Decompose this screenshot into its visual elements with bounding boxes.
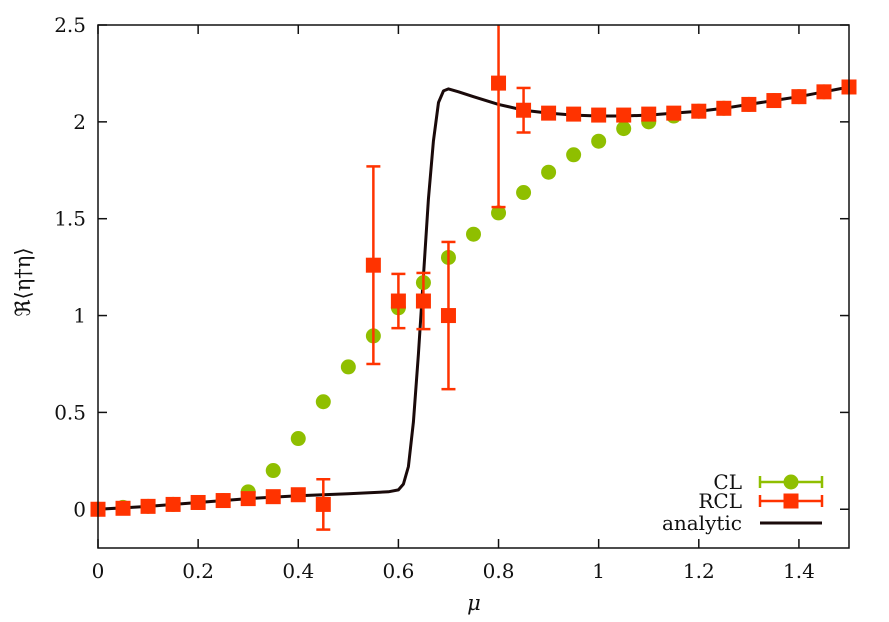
y-tick-label: 0 bbox=[73, 497, 86, 521]
rcl-point bbox=[816, 84, 832, 100]
legend-label-cl: CL bbox=[713, 470, 742, 494]
cl-point bbox=[516, 185, 532, 201]
rcl-point bbox=[290, 487, 306, 503]
y-axis-label: ℜ⟨η†η⟩ bbox=[11, 247, 35, 316]
legend-marker-cl bbox=[783, 474, 799, 490]
legend-label-rcl: RCL bbox=[698, 489, 742, 513]
plot-frame bbox=[97, 24, 850, 549]
rcl-point bbox=[766, 93, 782, 109]
rcl-point bbox=[440, 308, 456, 324]
plot-border bbox=[97, 24, 850, 549]
rcl-point bbox=[390, 293, 406, 309]
cl-point bbox=[265, 463, 281, 479]
rcl-point bbox=[491, 75, 507, 91]
cl-point bbox=[616, 121, 632, 137]
rcl-point bbox=[591, 107, 607, 123]
y-tick-label: 0.5 bbox=[54, 400, 86, 424]
cl-point bbox=[566, 147, 582, 163]
x-tick-label: 0.6 bbox=[382, 559, 414, 583]
cl-point bbox=[591, 133, 607, 149]
rcl-point bbox=[240, 491, 256, 507]
rcl-series bbox=[90, 25, 857, 531]
rcl-point bbox=[215, 493, 231, 509]
x-tick-label: 1 bbox=[592, 559, 605, 583]
y-tick-label: 2.5 bbox=[54, 13, 86, 37]
rcl-point bbox=[716, 100, 732, 116]
rcl-point bbox=[566, 106, 582, 122]
x-axis-label: μ bbox=[467, 591, 481, 615]
rcl-point bbox=[666, 105, 682, 121]
cl-point bbox=[491, 205, 507, 221]
axes: 0 0.2 0.4 0.6 0.8 1 1.2 1.4 0 0.5 1 1.5 2 2.5 bbox=[54, 13, 849, 583]
x-tick-label: 1.4 bbox=[783, 559, 815, 583]
cl-series bbox=[90, 79, 857, 517]
rcl-point bbox=[741, 96, 757, 112]
x-tick-label: 0.8 bbox=[483, 559, 515, 583]
x-tick-label: 0.4 bbox=[282, 559, 314, 583]
rcl-point bbox=[691, 103, 707, 119]
rcl-point bbox=[265, 489, 281, 505]
cl-point bbox=[340, 359, 356, 375]
rcl-point bbox=[190, 494, 206, 510]
analytic-curve bbox=[97, 85, 850, 511]
rcl-point bbox=[365, 257, 381, 273]
cl-point bbox=[315, 394, 331, 410]
rcl-point bbox=[641, 106, 657, 122]
cl-point bbox=[466, 226, 481, 242]
rcl-point bbox=[616, 107, 632, 123]
x-tick-label: 0.2 bbox=[182, 559, 214, 583]
y-tick-label: 1 bbox=[73, 304, 86, 328]
rcl-point bbox=[315, 496, 331, 512]
rcl-point bbox=[415, 293, 431, 309]
rcl-point bbox=[165, 496, 181, 512]
cl-point bbox=[290, 431, 306, 447]
y-tick-label: 1.5 bbox=[54, 207, 86, 231]
x-tick-label: 0 bbox=[92, 559, 105, 583]
cl-point bbox=[541, 164, 557, 180]
y-tick-label: 2 bbox=[73, 110, 86, 134]
x-tick-label: 1.2 bbox=[683, 559, 715, 583]
rcl-point bbox=[115, 500, 131, 516]
rcl-point bbox=[140, 498, 156, 514]
rcl-point bbox=[516, 102, 532, 118]
legend-marker-rcl bbox=[783, 493, 799, 509]
legend-label-analytic: analytic bbox=[662, 511, 742, 535]
rcl-point bbox=[541, 105, 557, 121]
analytic-series bbox=[97, 85, 850, 511]
rcl-point bbox=[791, 89, 807, 105]
